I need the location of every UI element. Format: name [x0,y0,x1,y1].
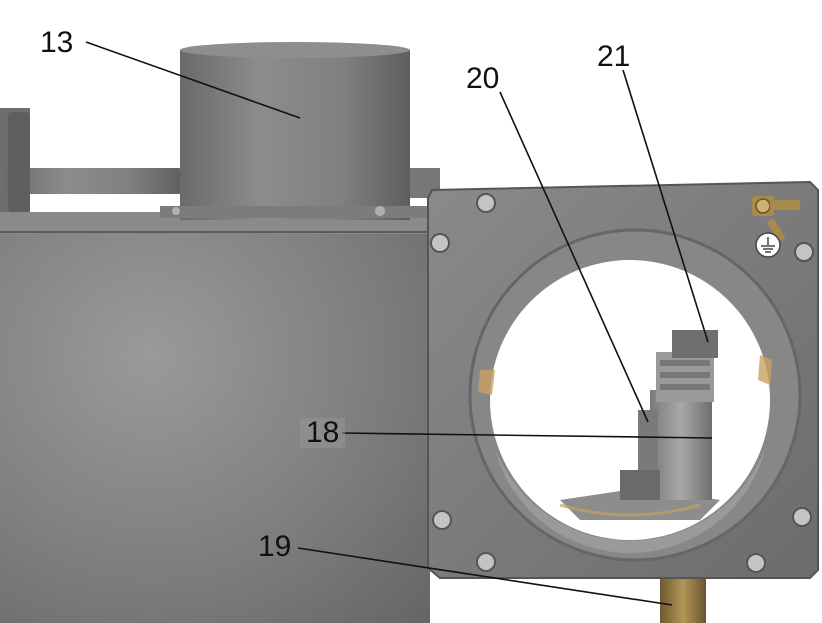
callout-18: 18 [306,416,340,449]
callout-19: 19 [258,530,292,563]
inner-pipe-assembly [620,330,718,500]
left-side-fitting [0,108,184,218]
callout-21: 21 [597,40,631,73]
leader-20 [499,91,649,423]
leader-19 [297,547,673,606]
leader-18 [341,432,713,439]
bottom-pipe [660,572,706,623]
boiler-body [0,212,430,623]
leader-21 [622,69,709,343]
callout-13: 13 [40,26,74,59]
leader-lines [85,41,713,606]
ground-symbol-icon [755,232,781,258]
callout-20: 20 [466,62,500,95]
flue-pipe [160,42,430,220]
opening-ring [468,228,802,562]
leader-13 [85,41,301,119]
callout-18-box: 18 [300,416,346,449]
ground-screw [752,196,800,243]
plate-bolts [430,193,814,573]
